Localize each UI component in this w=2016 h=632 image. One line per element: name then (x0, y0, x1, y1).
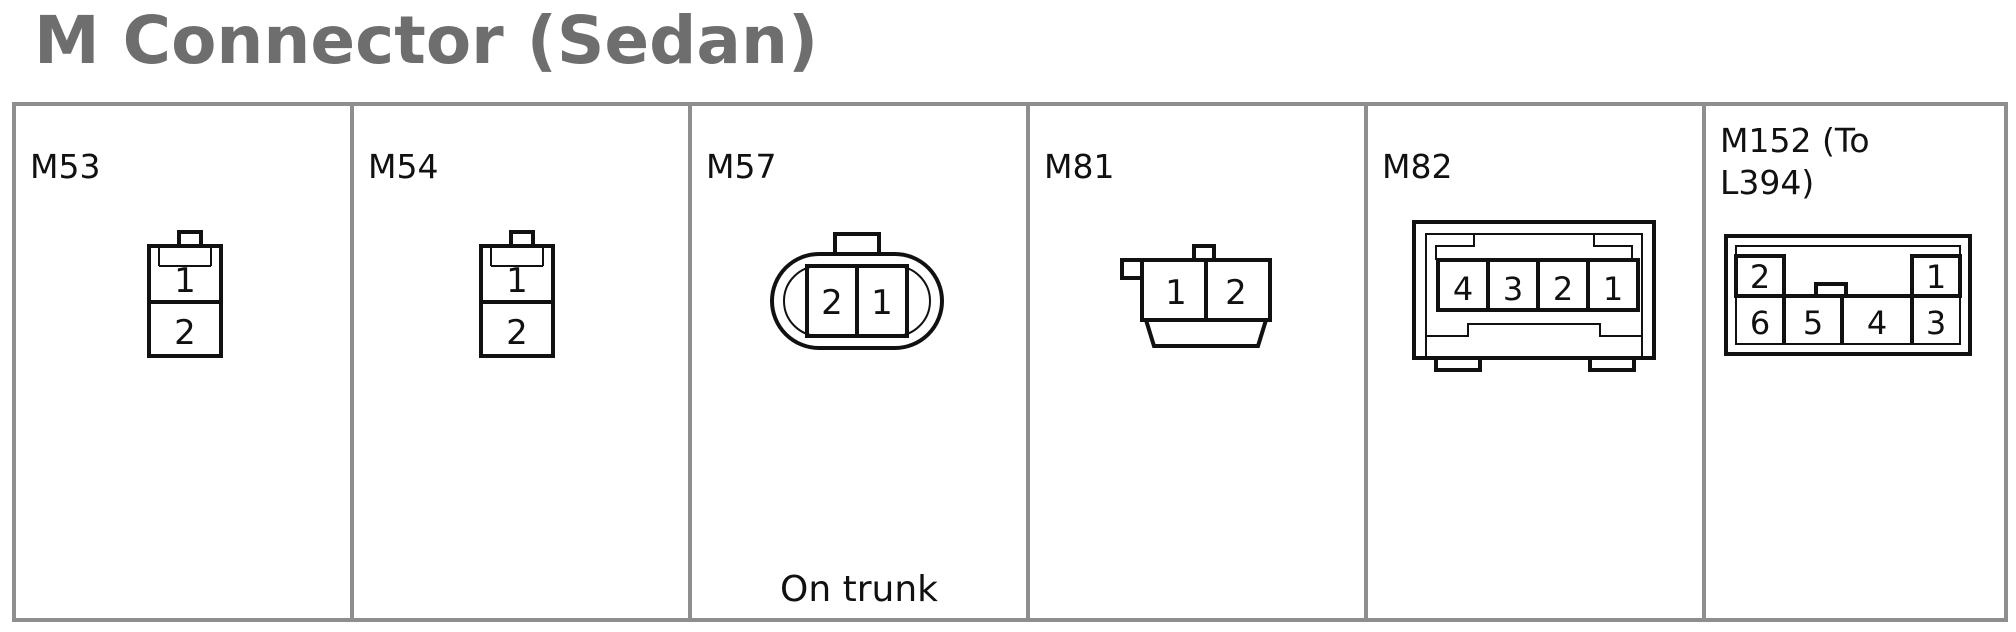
connector-label-m54: M54 (368, 147, 439, 186)
connector-cell-m53: M53 1 2 (16, 106, 354, 618)
pin-label: 2 (1553, 270, 1573, 308)
pin-label: 1 (174, 261, 196, 301)
connector-m54-diagram: 1 2 (479, 230, 555, 358)
pin-label: 2 (506, 313, 528, 353)
pin-label: 1 (506, 261, 528, 301)
pin-label: 6 (1750, 304, 1770, 342)
connector-cell-m81: M81 1 2 (1030, 106, 1368, 618)
pin-label: 3 (1926, 304, 1946, 342)
pin-label: 5 (1803, 304, 1823, 342)
pin-label: 1 (1603, 270, 1623, 308)
connector-grid: M53 1 2 M54 1 (12, 102, 2008, 622)
connector-m152-diagram: 2 1 6 5 4 3 (1724, 234, 1972, 356)
connector-cell-m152: M152 (To L394) 2 1 6 5 4 3 (1706, 106, 2004, 618)
pin-label: 2 (821, 283, 843, 323)
connector-label-m81: M81 (1044, 147, 1115, 186)
connector-cell-m82: M82 4 3 2 1 (1368, 106, 1706, 618)
connector-m57-diagram: 2 1 (770, 232, 944, 350)
pin-label: 3 (1503, 270, 1523, 308)
connector-label-m57: M57 (706, 147, 777, 186)
connector-label-m53: M53 (30, 147, 101, 186)
connector-label-m152-line1: M152 (To (1720, 121, 1870, 160)
connector-cell-m57: M57 2 1 On trunk (692, 106, 1030, 618)
pin-label: 1 (1926, 258, 1946, 296)
pin-label: 4 (1453, 270, 1473, 308)
connector-cell-m54: M54 1 2 (354, 106, 692, 618)
connector-m81-diagram: 1 2 (1120, 244, 1272, 348)
pin-label: 2 (1225, 273, 1247, 313)
connector-m53-diagram: 1 2 (147, 230, 223, 358)
pin-label: 1 (871, 283, 893, 323)
pin-label: 1 (1165, 273, 1187, 313)
connector-m82-diagram: 4 3 2 1 (1412, 220, 1656, 372)
pin-label: 2 (1750, 258, 1770, 296)
pin-label: 2 (174, 313, 196, 353)
connector-label-m152-line2: L394) (1720, 163, 1815, 202)
connector-note-m57: On trunk (780, 569, 938, 610)
connector-label-m82: M82 (1382, 147, 1453, 186)
connector-label-m152: M152 (To L394) (1720, 120, 1870, 204)
page-title: M Connector (Sedan) (34, 2, 819, 79)
pin-label: 4 (1867, 304, 1887, 342)
